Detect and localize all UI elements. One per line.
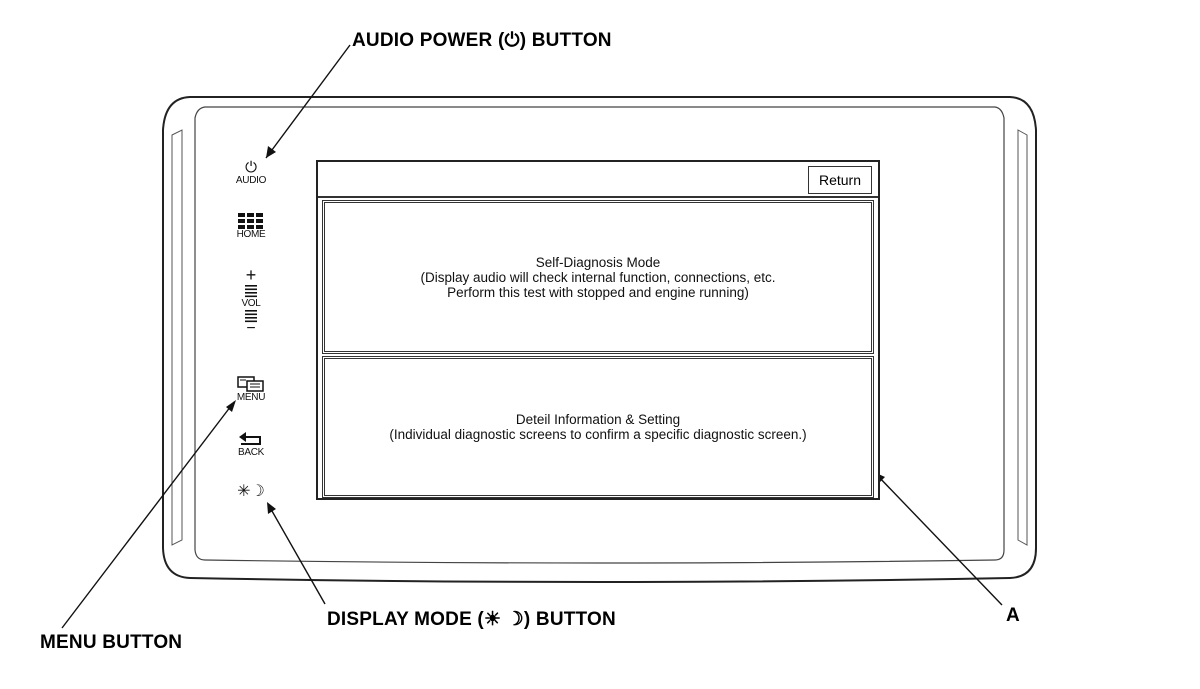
power-icon: ⏻ xyxy=(245,159,257,176)
volume-down-icon: − xyxy=(246,320,256,337)
screen-header: Return xyxy=(318,162,878,198)
left-ridge xyxy=(171,129,183,546)
home-button[interactable]: HOME xyxy=(232,213,270,240)
leader-display-mode xyxy=(267,503,326,605)
detail-info-title: Deteil Information & Setting xyxy=(515,412,681,427)
inner-bezel xyxy=(194,106,1005,564)
self-diagnosis-line-2: Perform this test with stopped and engin… xyxy=(447,284,749,300)
leader-menu xyxy=(61,401,235,629)
arrowhead-audio-power xyxy=(266,146,276,158)
menu-button[interactable]: MENU xyxy=(232,376,270,403)
leader-audio-power xyxy=(265,44,351,159)
back-label: BACK xyxy=(237,447,265,458)
menu-button-callout: MENU BUTTON xyxy=(40,632,183,653)
self-diagnosis-mode-button[interactable]: Self-Diagnosis Mode (Display audio will … xyxy=(322,200,874,354)
home-grid-icon xyxy=(238,213,263,229)
screen-ref-callout: A xyxy=(1006,605,1020,626)
volume-up-icon: + xyxy=(245,265,257,285)
display-mode-callout: DISPLAY MODE (☀ ☽) BUTTON xyxy=(327,609,616,630)
back-button[interactable]: BACK xyxy=(232,431,270,458)
audio-label: AUDIO xyxy=(235,175,267,186)
volume-control[interactable]: + VOL − xyxy=(232,265,270,337)
detail-information-button[interactable]: Deteil Information & Setting (Individual… xyxy=(322,356,874,498)
self-diagnosis-line-1: (Display audio will check internal funct… xyxy=(420,269,776,285)
arrowhead-menu xyxy=(226,400,236,412)
display-mode-button[interactable]: ✳☽ xyxy=(232,482,270,502)
vol-label: VOL xyxy=(241,298,261,309)
volume-bars-icon xyxy=(245,285,257,298)
return-button[interactable]: Return xyxy=(808,166,872,194)
menu-icon xyxy=(237,376,264,392)
outer-bezel xyxy=(162,96,1037,583)
menu-label: MENU xyxy=(236,392,266,403)
audio-power-callout: AUDIO POWER (⏻) BUTTON xyxy=(352,30,612,51)
volume-bars-icon xyxy=(245,310,257,323)
audio-power-button[interactable]: ⏻ AUDIO xyxy=(232,160,270,186)
home-label: HOME xyxy=(236,229,266,240)
day-night-icon: ✳☽ xyxy=(237,483,265,500)
display-screen: Return Self-Diagnosis Mode (Display audi… xyxy=(316,160,880,500)
right-ridge xyxy=(1017,129,1028,546)
back-arrow-icon xyxy=(239,432,261,445)
self-diagnosis-title: Self-Diagnosis Mode xyxy=(535,254,661,270)
leader-screen-a xyxy=(875,473,1003,606)
arrowhead-display-mode xyxy=(267,502,276,514)
detail-info-line-1: (Individual diagnostic screens to confir… xyxy=(389,427,807,442)
